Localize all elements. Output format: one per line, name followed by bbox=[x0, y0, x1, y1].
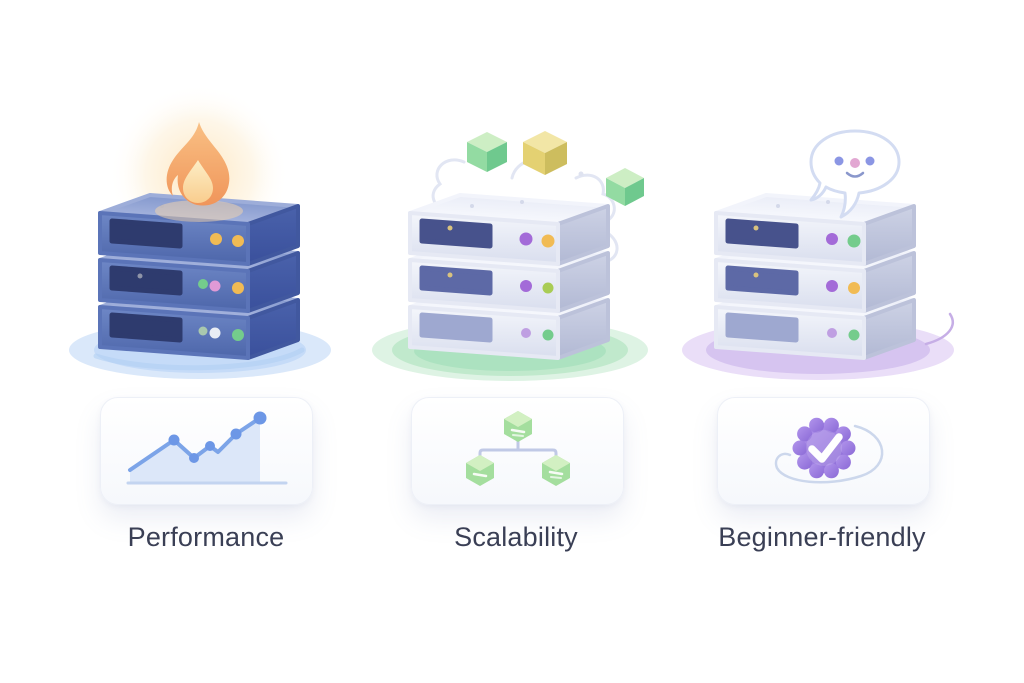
status-leds bbox=[210, 233, 244, 247]
swirl-line bbox=[774, 424, 883, 484]
server-unit bbox=[408, 193, 610, 266]
line-chart-icon bbox=[126, 411, 287, 485]
drive-slot bbox=[725, 218, 799, 249]
feature-card-beginner bbox=[717, 397, 930, 505]
feature-card-performance bbox=[100, 397, 313, 505]
feature-label-scalability: Scalability bbox=[454, 522, 578, 552]
node-hierarchy-icon bbox=[465, 411, 570, 486]
drive-slot bbox=[419, 218, 493, 249]
drive-slot bbox=[419, 312, 493, 343]
server-stack-performance bbox=[69, 84, 331, 379]
bubble-eye-right bbox=[865, 156, 875, 166]
status-leds bbox=[827, 328, 860, 341]
floating-cubes-icon bbox=[467, 131, 644, 206]
status-leds bbox=[826, 280, 860, 294]
checkmark-icon bbox=[807, 433, 843, 463]
bubble-smile bbox=[845, 171, 865, 178]
hierarchy-connectors bbox=[478, 439, 557, 460]
drive-slot bbox=[725, 312, 799, 343]
chat-bubble-icon bbox=[809, 129, 901, 219]
hex-node-right bbox=[541, 455, 570, 486]
server-stack-scalability bbox=[372, 131, 648, 381]
status-leds bbox=[198, 279, 244, 294]
white-server-stack bbox=[408, 193, 610, 360]
bubble-nose bbox=[850, 158, 860, 168]
feature-label-performance: Performance bbox=[127, 522, 285, 552]
status-leds bbox=[521, 328, 554, 341]
bubble-eye-left bbox=[834, 156, 844, 166]
status-leds bbox=[826, 233, 861, 248]
server-unit bbox=[714, 193, 916, 266]
cube-green-1 bbox=[467, 132, 507, 172]
chart-points bbox=[168, 411, 266, 463]
drive-slot bbox=[419, 265, 493, 296]
cube-yellow bbox=[523, 131, 567, 175]
drive-slot bbox=[109, 312, 183, 343]
feature-label-beginner: Beginner-friendly bbox=[718, 522, 926, 552]
feature-card-scalability bbox=[411, 397, 624, 505]
white-server-stack bbox=[714, 193, 916, 360]
drive-slot bbox=[725, 265, 799, 296]
cube-green-2 bbox=[606, 168, 644, 206]
drive-slot bbox=[109, 265, 183, 296]
verified-badge-icon bbox=[774, 417, 883, 484]
status-leds bbox=[198, 326, 244, 341]
status-leds bbox=[520, 280, 554, 294]
hex-node-top bbox=[503, 411, 532, 442]
shadow-flick bbox=[924, 312, 954, 346]
hex-node-left bbox=[465, 455, 494, 486]
server-stack-beginner bbox=[682, 129, 954, 380]
drive-slot bbox=[109, 218, 183, 249]
flame-icon bbox=[155, 122, 243, 222]
status-leds bbox=[519, 232, 555, 248]
